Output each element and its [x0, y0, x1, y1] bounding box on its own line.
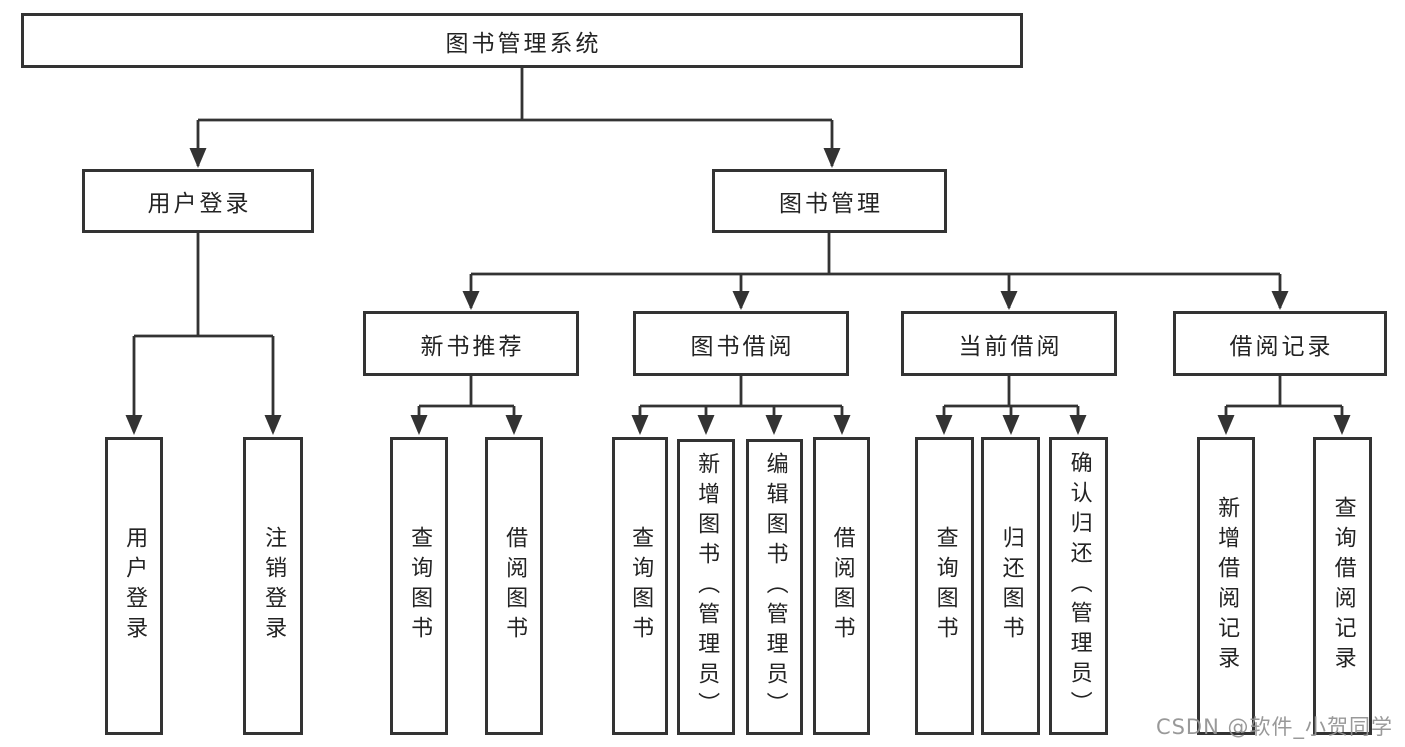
leaf-logout-label: 注销登录: [261, 526, 287, 646]
leaf-confirm-return-admin-label: 确认归还（管理员）: [1066, 451, 1092, 721]
leaf-query-books-recommend-label: 查询图书: [407, 526, 433, 646]
node-current-borrowing-label: 当前借阅: [958, 333, 1063, 360]
leaf-add-borrow-record: 新增借阅记录: [1197, 437, 1255, 735]
node-new-book-recommendation-label: 新书推荐: [420, 333, 525, 360]
leaf-confirm-return-admin: 确认归还（管理员）: [1049, 437, 1108, 735]
node-book-management-label: 图书管理: [779, 191, 883, 217]
node-root-system: 图书管理系统: [21, 13, 1023, 68]
node-borrowing-records-label: 借阅记录: [1229, 333, 1334, 360]
node-new-book-recommendation: 新书推荐: [363, 311, 579, 376]
leaf-query-books-current-label: 查询图书: [932, 526, 958, 646]
leaf-borrow-books-recommend: 借阅图书: [485, 437, 543, 735]
node-borrowing-records: 借阅记录: [1173, 311, 1387, 376]
leaf-add-borrow-record-label: 新增借阅记录: [1214, 496, 1240, 676]
leaf-add-book-admin-label: 新增图书（管理员）: [694, 452, 720, 722]
leaf-logout: 注销登录: [243, 437, 303, 735]
node-root-system-label: 图书管理系统: [445, 30, 602, 57]
leaf-user-login-label: 用户登录: [122, 526, 148, 646]
leaf-return-books-label: 归还图书: [998, 526, 1024, 646]
leaf-query-borrow-record: 查询借阅记录: [1313, 437, 1372, 735]
leaf-return-books: 归还图书: [981, 437, 1040, 735]
leaf-borrow-books-borrowing: 借阅图书: [813, 437, 870, 735]
leaf-query-books-borrowing: 查询图书: [612, 437, 668, 735]
leaf-query-books-recommend: 查询图书: [390, 437, 448, 735]
leaf-edit-book-admin: 编辑图书（管理员）: [746, 439, 803, 735]
leaf-query-books-borrowing-label: 查询图书: [628, 526, 654, 646]
leaf-user-login: 用户登录: [105, 437, 163, 735]
leaf-query-books-current: 查询图书: [915, 437, 974, 735]
node-book-borrowing-label: 图书借阅: [690, 333, 795, 360]
node-user-login: 用户登录: [82, 169, 314, 233]
leaf-borrow-books-recommend-label: 借阅图书: [502, 526, 528, 646]
node-current-borrowing: 当前借阅: [901, 311, 1117, 376]
leaf-query-borrow-record-label: 查询借阅记录: [1330, 496, 1356, 676]
leaf-borrow-books-borrowing-label: 借阅图书: [829, 526, 855, 646]
leaf-edit-book-admin-label: 编辑图书（管理员）: [762, 452, 788, 722]
node-book-borrowing: 图书借阅: [633, 311, 849, 376]
leaf-add-book-admin: 新增图书（管理员）: [677, 439, 735, 735]
node-user-login-label: 用户登录: [147, 191, 252, 217]
node-book-management: 图书管理: [712, 169, 947, 233]
csdn-watermark: CSDN @软件_小贺同学: [1155, 715, 1393, 739]
arrowheads: [125, 148, 1351, 435]
